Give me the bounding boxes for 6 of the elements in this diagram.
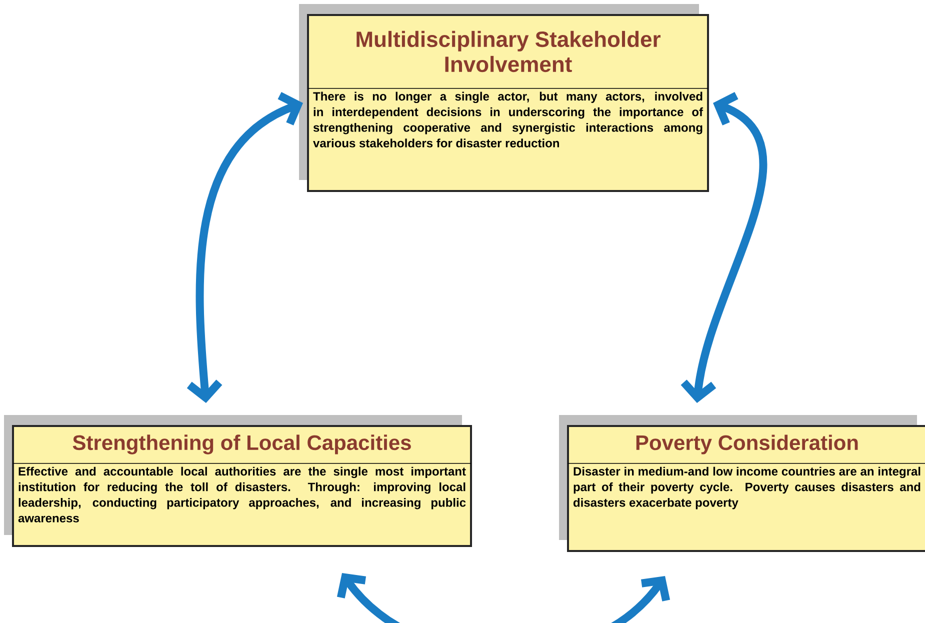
text-box: Poverty Consideration Disaster in medium-and low income countries are an integral part of their poverty cycle. Poverty causes disasters and disasters exacerbate poverty [559,415,925,552]
double-arrow [186,92,303,403]
text-box: Multidisciplinary Stakeholder Involvement There is no longer a single actor, but many actors, involved in interdependent decisions in underscoring the importance of strengthening cooperative and synergistic interactions among various stakeholders for disaster reduction [299,4,709,192]
text-box: Strengthening of Local Capacities Effective and accountable local authorities are the single most important institution for reducing the toll of disasters. Through: improving local leadership, conducting participatory approaches, and increasing public awareness [4,415,472,547]
double-arrow [680,92,767,403]
double-arrow [336,573,670,623]
